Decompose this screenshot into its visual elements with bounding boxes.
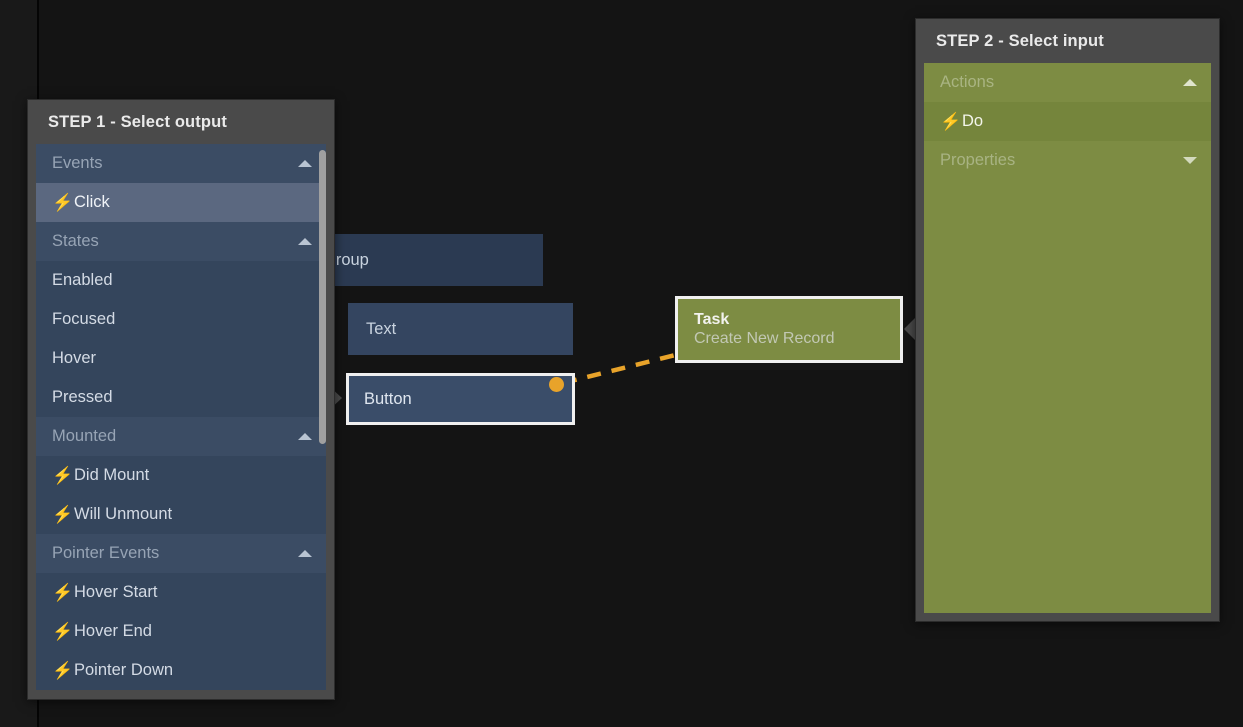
option-row-label: Pointer Events (52, 544, 160, 562)
option-row-actions[interactable]: Actions (924, 63, 1211, 102)
node-title: Text (366, 319, 397, 338)
option-row-pointer-down[interactable]: ⚡Pointer Down (36, 651, 326, 690)
node-subtitle: Create New Record (694, 329, 835, 347)
chevron-down-icon[interactable] (1183, 157, 1197, 164)
option-row-click[interactable]: ⚡Click (36, 183, 326, 222)
bolt-icon: ⚡ (52, 466, 74, 485)
option-row-focused[interactable]: Focused (36, 300, 326, 339)
chevron-up-icon[interactable] (298, 238, 312, 245)
option-row-states[interactable]: States (36, 222, 326, 261)
option-row-label: Did Mount (74, 466, 150, 484)
option-row-did-mount[interactable]: ⚡Did Mount (36, 456, 326, 495)
task-input-port-icon[interactable] (904, 315, 918, 343)
option-row-hover-start[interactable]: ⚡Hover Start (36, 573, 326, 612)
option-row-label: States (52, 232, 99, 250)
option-row-hover[interactable]: Hover (36, 339, 326, 378)
chevron-up-icon[interactable] (1183, 79, 1197, 86)
button-output-port-handle[interactable] (549, 377, 564, 392)
chevron-up-icon[interactable] (298, 550, 312, 557)
option-row-label: Click (74, 193, 110, 211)
bolt-icon: ⚡ (52, 583, 74, 602)
option-row-label: Events (52, 154, 103, 172)
canvas-node-task[interactable]: Task Create New Record (675, 296, 903, 363)
option-row-events[interactable]: Events (36, 144, 326, 183)
option-row-label: Actions (940, 73, 995, 91)
option-row-label: Focused (52, 310, 116, 328)
option-row-label: Do (962, 112, 984, 130)
bolt-icon: ⚡ (940, 112, 962, 131)
chevron-up-icon[interactable] (298, 160, 312, 167)
canvas-node-group[interactable]: Group (305, 234, 543, 286)
option-row-label: Hover Start (74, 583, 158, 601)
bolt-icon: ⚡ (52, 661, 74, 680)
option-row-do[interactable]: ⚡Do (924, 102, 1211, 141)
option-row-label: Pressed (52, 388, 113, 406)
node-title: Group (323, 250, 369, 269)
option-row-label: Enabled (52, 271, 113, 289)
canvas-node-text[interactable]: Text (348, 303, 573, 355)
option-row-will-unmount[interactable]: ⚡Will Unmount (36, 495, 326, 534)
option-row-label: Hover End (74, 622, 152, 640)
option-row-label: Will Unmount (74, 505, 173, 523)
option-row-mounted[interactable]: Mounted (36, 417, 326, 456)
option-row-label: Mounted (52, 427, 117, 445)
option-row-pressed[interactable]: Pressed (36, 378, 326, 417)
bolt-icon: ⚡ (52, 622, 74, 641)
node-title: Task (694, 310, 730, 328)
option-row-properties[interactable]: Properties (924, 141, 1211, 180)
option-row-label: Pointer Down (74, 661, 174, 679)
step1-scrollbar-thumb[interactable] (319, 150, 326, 444)
bolt-icon: ⚡ (52, 193, 74, 212)
option-row-enabled[interactable]: Enabled (36, 261, 326, 300)
option-row-hover-end[interactable]: ⚡Hover End (36, 612, 326, 651)
chevron-up-icon[interactable] (298, 433, 312, 440)
option-row-label: Properties (940, 151, 1016, 169)
node-title: Button (364, 389, 412, 408)
option-row-label: Hover (52, 349, 97, 367)
step2-panel-header: STEP 2 - Select input (936, 31, 1104, 50)
canvas-node-button[interactable]: Button (346, 373, 575, 425)
step1-panel-header: STEP 1 - Select output (48, 112, 228, 131)
option-row-pointer-events[interactable]: Pointer Events (36, 534, 326, 573)
bolt-icon: ⚡ (52, 505, 74, 524)
